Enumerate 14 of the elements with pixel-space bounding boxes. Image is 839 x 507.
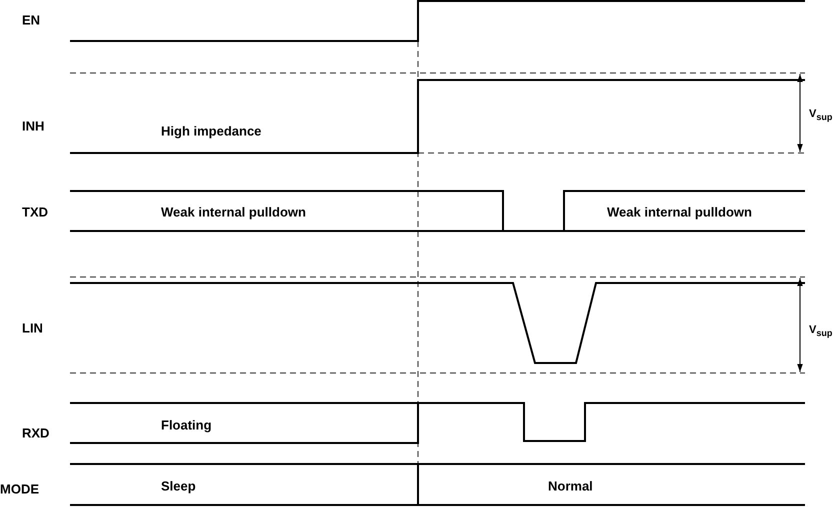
signal-name: LIN bbox=[22, 320, 43, 336]
state-label: Floating bbox=[161, 418, 212, 432]
signal-name: EN bbox=[22, 12, 40, 28]
state-label: High impedance bbox=[161, 124, 262, 138]
dimension-label: V$_{sup}$ bbox=[809, 107, 832, 124]
signal-name: INH bbox=[22, 118, 44, 134]
signal-name: TXD bbox=[22, 204, 48, 220]
signal-name: MODE bbox=[0, 482, 39, 496]
state-label: Weak internal pulldown bbox=[161, 204, 306, 220]
dimension-label: V$_{sup}$ bbox=[809, 323, 832, 340]
signal-name: RXD bbox=[22, 426, 50, 440]
state-label: Normal bbox=[548, 478, 593, 494]
state-label: Sleep bbox=[161, 478, 196, 494]
state-label: Weak internal pulldown bbox=[607, 204, 752, 220]
